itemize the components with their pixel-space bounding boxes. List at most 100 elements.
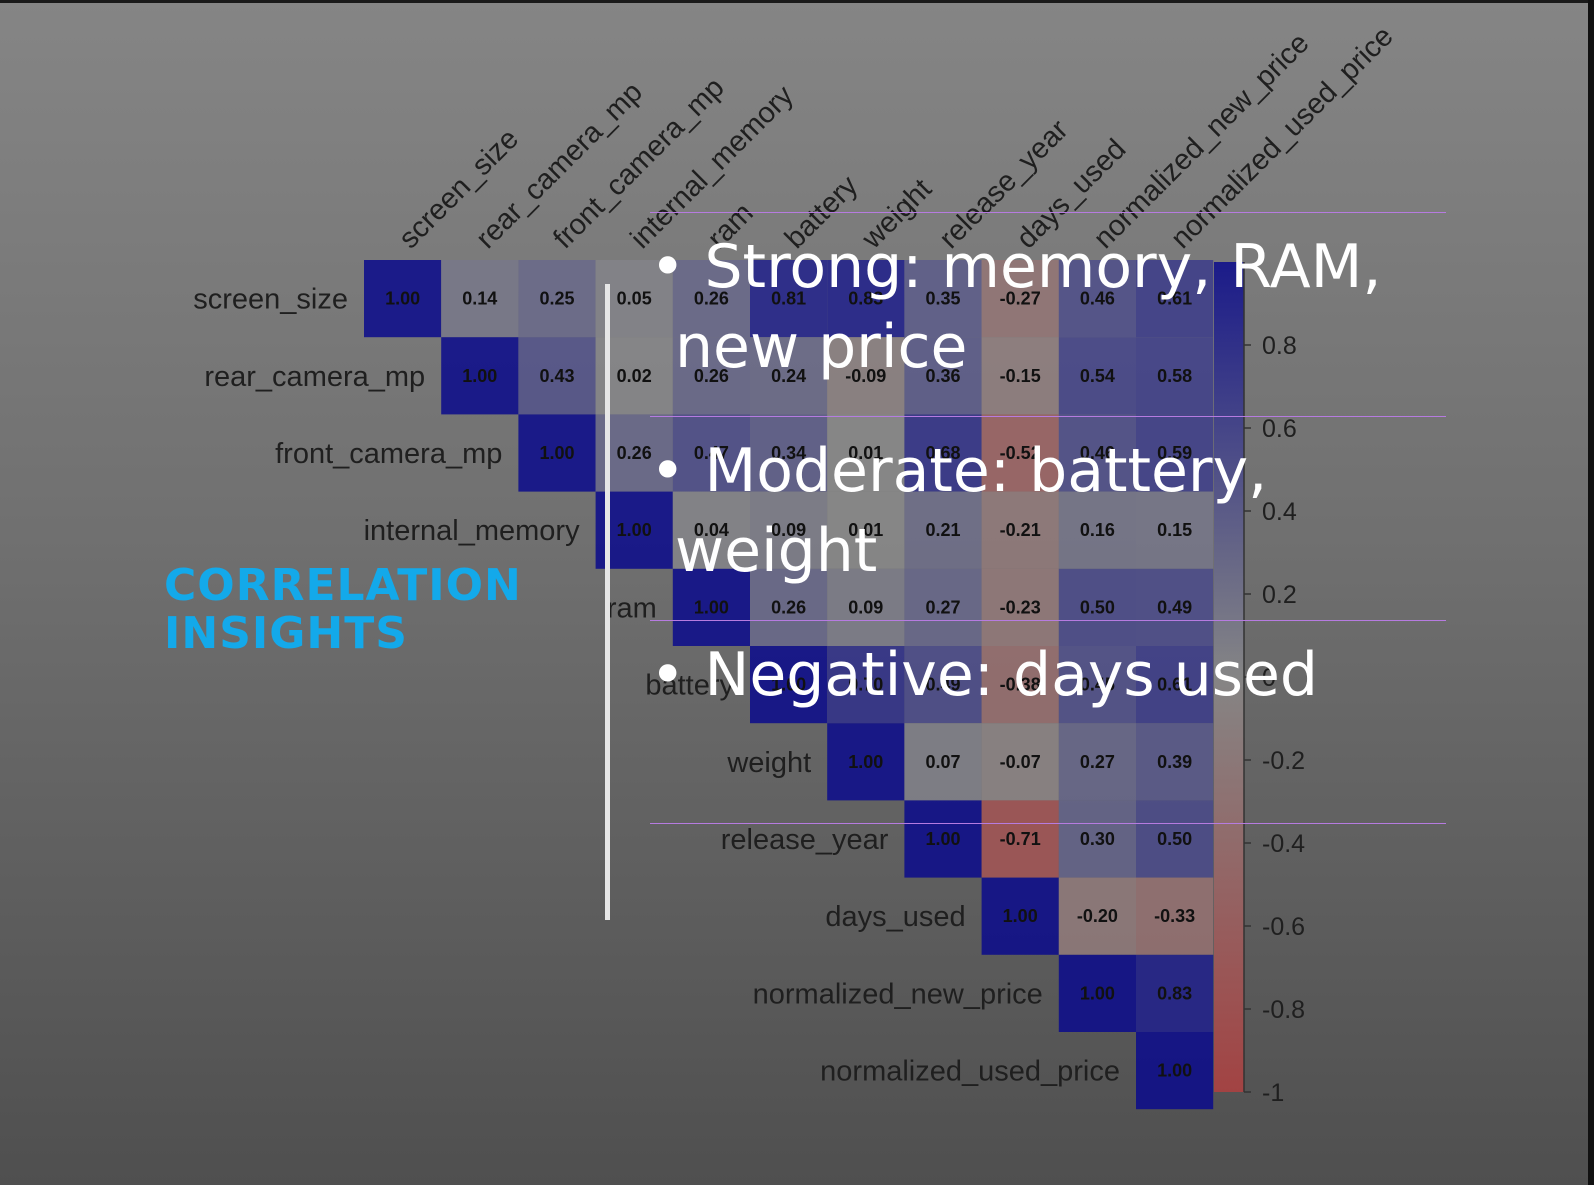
cell-value: 0.27	[925, 597, 960, 617]
heatmap-cell	[750, 646, 828, 724]
heatmap-cell	[827, 568, 905, 646]
heatmap-cell	[904, 414, 982, 492]
cell-value: -0.15	[1000, 366, 1041, 386]
heatmap-cell	[518, 414, 596, 492]
right-border	[1588, 0, 1594, 1185]
colorbar-tick-label: 0.4	[1262, 498, 1297, 526]
cell-value: 1.00	[771, 675, 806, 695]
cell-value: 0.46	[1080, 289, 1115, 309]
colorbar-tick-label: 0.2	[1262, 581, 1297, 609]
cell-value: 0.26	[617, 443, 652, 463]
cell-value: 1.00	[1157, 1061, 1192, 1081]
heatmap-cell	[1136, 491, 1214, 569]
colorbar-tick-label: -0.2	[1262, 747, 1305, 775]
top-border	[0, 0, 1594, 3]
row-label: rear_camera_mp	[204, 361, 425, 393]
cell-value: 0.02	[617, 366, 652, 386]
heatmap-cell	[1058, 414, 1136, 492]
cell-value: 1.00	[539, 443, 574, 463]
cell-value: 0.68	[925, 443, 960, 463]
cell-value: 1.00	[617, 520, 652, 540]
row-label: ram	[607, 592, 657, 624]
heatmap-cell	[904, 800, 982, 878]
bullet-strong: • Strong: memory, RAM, new price	[650, 212, 1446, 416]
heatmap-cell	[827, 260, 905, 338]
cell-value: 1.00	[385, 289, 420, 309]
heatmap-cell	[904, 646, 982, 724]
heatmap-cell	[1136, 337, 1214, 415]
cell-value: 0.30	[1080, 829, 1115, 849]
heatmap-cell	[1058, 337, 1136, 415]
cell-value: 0.07	[925, 752, 960, 772]
heatmap-cell	[1058, 800, 1136, 878]
cell-value: 0.46	[1080, 443, 1115, 463]
cell-value: 0.39	[1157, 752, 1192, 772]
cell-value: 0.47	[694, 443, 729, 463]
cell-value: 0.01	[848, 520, 883, 540]
heatmap-cell	[441, 337, 519, 415]
heatmap-cell	[827, 414, 905, 492]
row-label: front_camera_mp	[275, 438, 502, 470]
cell-value: 0.49	[1157, 597, 1192, 617]
heatmap-cell	[981, 260, 1059, 338]
cell-value: 1.00	[462, 366, 497, 386]
heatmap-cell	[981, 568, 1059, 646]
heatmap-cell	[672, 260, 750, 338]
cell-value: 0.04	[694, 520, 729, 540]
bullet-negative: • Negative: days used	[650, 620, 1446, 824]
heatmap-cell	[672, 568, 750, 646]
cell-value: 0.25	[539, 289, 574, 309]
cell-value: -0.27	[1000, 289, 1041, 309]
cell-value: 0.59	[1157, 443, 1192, 463]
cell-value: 1.00	[1080, 983, 1115, 1003]
cell-value: 0.26	[694, 289, 729, 309]
heatmap-cell	[827, 646, 905, 724]
cell-value: -0.33	[1154, 906, 1195, 926]
heatmap-cell	[1058, 954, 1136, 1032]
slide-title: CORRELATION INSIGHTS	[164, 562, 522, 658]
heatmap-cell	[827, 337, 905, 415]
heatmap-cell	[981, 337, 1059, 415]
colorbar-tick-label: -0.8	[1262, 996, 1305, 1024]
heatmap-cell	[1136, 723, 1214, 801]
heatmap-cell	[904, 723, 982, 801]
heatmap-cell	[904, 260, 982, 338]
slide-title-line: INSIGHTS	[164, 608, 408, 659]
cell-value: 0.26	[694, 366, 729, 386]
heatmap-cell	[1058, 568, 1136, 646]
cell-value: 0.34	[771, 443, 806, 463]
cell-value: 0.83	[848, 289, 883, 309]
heatmap-cell	[672, 337, 750, 415]
heatmap-cell	[441, 260, 519, 338]
colorbar-tick-label: -1	[1262, 1079, 1284, 1107]
heatmap-cell	[827, 723, 905, 801]
heatmap-cell	[1058, 491, 1136, 569]
row-label: normalized_used_price	[820, 1056, 1120, 1088]
cell-value: 0.43	[539, 366, 574, 386]
row-label: internal_memory	[364, 515, 580, 547]
bullet-moderate: • Moderate: battery, weight	[650, 416, 1446, 620]
colorbar-tick-label: -0.6	[1262, 913, 1305, 941]
heatmap-cell	[1136, 414, 1214, 492]
heatmap-cell	[750, 337, 828, 415]
heatmap-cell	[1058, 723, 1136, 801]
heatmap-cell	[904, 491, 982, 569]
heatmap-cell	[672, 491, 750, 569]
cell-value: 0.81	[771, 289, 806, 309]
heatmap-cell	[1136, 1032, 1214, 1110]
heatmap-cell	[981, 414, 1059, 492]
heatmap-cell	[1058, 260, 1136, 338]
cell-value: 0.36	[925, 366, 960, 386]
cell-value: 1.00	[694, 597, 729, 617]
cell-value: 0.50	[1157, 829, 1192, 849]
cell-value: 0.50	[1080, 597, 1115, 617]
heatmap-cell	[750, 568, 828, 646]
cell-value: 0.61	[1157, 675, 1192, 695]
cell-value: 0.24	[771, 366, 806, 386]
heatmap-cell	[827, 491, 905, 569]
row-label: release_year	[721, 824, 889, 856]
heatmap-cell	[364, 260, 442, 338]
heatmap-cell	[1136, 646, 1214, 724]
cell-value: 0.70	[848, 675, 883, 695]
